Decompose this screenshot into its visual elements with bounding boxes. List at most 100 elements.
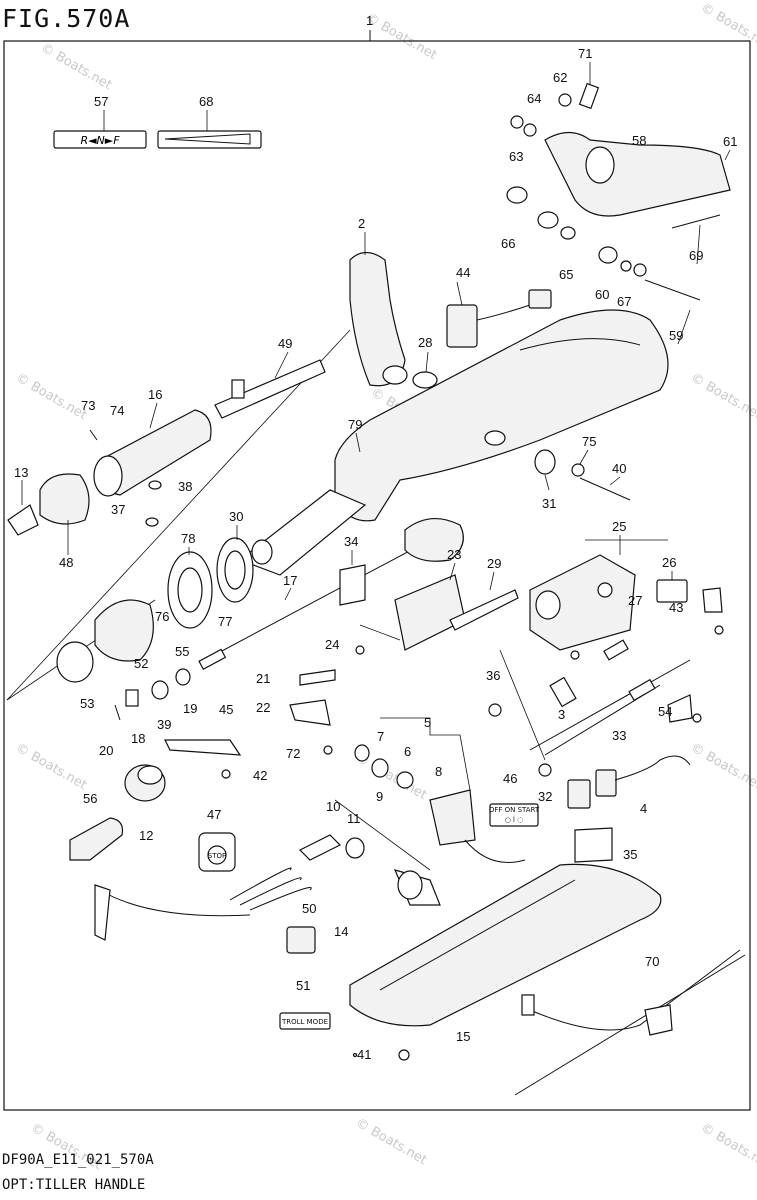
stop-lever (69, 817, 124, 861)
tiller-extension-handle (514, 949, 746, 1096)
watermark: © Boats.net (13, 370, 89, 423)
watermark: © Boats.net (353, 1115, 429, 1168)
part-label: 69 (689, 248, 703, 263)
part-label: 42 (253, 768, 267, 783)
decal-text: R◄N►F (80, 134, 120, 147)
rod-clamp (339, 564, 366, 606)
part-label: 55 (175, 644, 189, 659)
troll-mode-decal: TROLL MODE (279, 1012, 331, 1030)
part-label: 65 (559, 267, 573, 282)
watermark: © Boats.net (698, 1120, 757, 1173)
part-label: 23 (447, 547, 461, 562)
shift-assembly (529, 554, 636, 651)
stop-switch-decal: STOP (198, 832, 236, 872)
throttle-grip-lever (349, 251, 408, 387)
part-label: 18 (131, 731, 145, 746)
part-label: 39 (157, 717, 171, 732)
part-label: 29 (487, 556, 501, 571)
part-label: 44 (456, 265, 470, 280)
watermark: © Boats.net (698, 0, 757, 53)
part-label: 25 (612, 519, 626, 534)
throttle-end-cap (7, 473, 90, 536)
part-label: 77 (218, 614, 232, 629)
ignition-switch (429, 789, 526, 863)
part-label: 3 (558, 707, 565, 722)
part-label: 22 (256, 700, 270, 715)
bolt-59 (644, 279, 701, 301)
diagram-frame (3, 40, 751, 1111)
part-label: 10 (326, 799, 340, 814)
part-label: 46 (503, 771, 517, 786)
diagram-name: OPT:TILLER HANDLE (2, 1177, 146, 1193)
tiller-handle-body (238, 309, 669, 576)
part-label: 35 (623, 847, 637, 862)
leader-lines (21, 62, 731, 601)
decal-text: STOP (208, 852, 226, 860)
bolt-69 (671, 214, 721, 229)
part-label: 40 (612, 461, 626, 476)
part-label: 27 (628, 593, 642, 608)
ignition-decal: OFF ON START ○ l ◌ (489, 803, 540, 827)
troll-switch (286, 926, 316, 954)
part-label: 19 (183, 701, 197, 716)
part-label: 13 (14, 465, 28, 480)
part-label: 52 (134, 656, 148, 671)
diagram-code: DF90A_E11_021_570A (2, 1152, 154, 1168)
decal-text: OFF ON START (489, 806, 540, 814)
shift-direction-decal: R◄N►F (53, 130, 147, 149)
part-label: 12 (139, 828, 153, 843)
throttle-rings (167, 537, 254, 629)
shift-cable (544, 678, 661, 756)
part-label: 32 (538, 789, 552, 804)
wire-harness (567, 755, 691, 809)
part-label: 61 (723, 134, 737, 149)
part-label: 30 (229, 509, 243, 524)
part-label: 9 (376, 789, 383, 804)
part-label: 37 (111, 502, 125, 517)
mounting-plate (574, 827, 613, 863)
figure-title: FIG.570A (2, 4, 131, 33)
part-label: 31 (542, 496, 556, 511)
watermark: © Boats.net (688, 740, 757, 793)
part-label: 34 (344, 534, 358, 549)
gasket-plate (656, 579, 688, 603)
arrow-decal (157, 130, 262, 149)
part-label: 2 (358, 216, 365, 231)
fasteners (89, 82, 724, 1061)
decal-text: TROLL MODE (281, 1018, 328, 1026)
friction-cap (56, 599, 154, 683)
bolt-40 (579, 477, 631, 501)
svg-text:○ l ◌: ○ l ◌ (505, 816, 524, 824)
stop-lanyard (94, 834, 342, 941)
small-bracket (702, 587, 723, 613)
part-label: 73 (81, 398, 95, 413)
part-labels: 1 2 3 4 5 6 7 8 9 10 11 12 13 14 15 16 1… (14, 13, 737, 1062)
part-label: 72 (286, 746, 300, 761)
wire-connector (446, 289, 552, 348)
watermark: © Boats.net (38, 40, 114, 93)
part-label: 38 (178, 479, 192, 494)
lower-tiller-housing (349, 863, 662, 1027)
part-label: 43 (669, 600, 683, 615)
watermark: © Boats.net (363, 10, 439, 63)
throttle-cable (529, 639, 691, 751)
part-label: 4 (640, 801, 647, 816)
part-label: 78 (181, 531, 195, 546)
part-label: 79 (348, 417, 362, 432)
part-label: 16 (148, 387, 162, 402)
part-label: 62 (553, 70, 567, 85)
part-label: 63 (509, 149, 523, 164)
part-label: 15 (456, 1029, 470, 1044)
part-label: 28 (418, 335, 432, 350)
part-label: 57 (94, 94, 108, 109)
part-label: 36 (486, 668, 500, 683)
part-label: 53 (80, 696, 94, 711)
part-label: 68 (199, 94, 213, 109)
part-label: 17 (283, 573, 297, 588)
part-label: 50 (302, 901, 316, 916)
part-label: 75 (582, 434, 596, 449)
part-label: 41 (357, 1047, 371, 1062)
part-label: 48 (59, 555, 73, 570)
part-label: 8 (435, 764, 442, 779)
